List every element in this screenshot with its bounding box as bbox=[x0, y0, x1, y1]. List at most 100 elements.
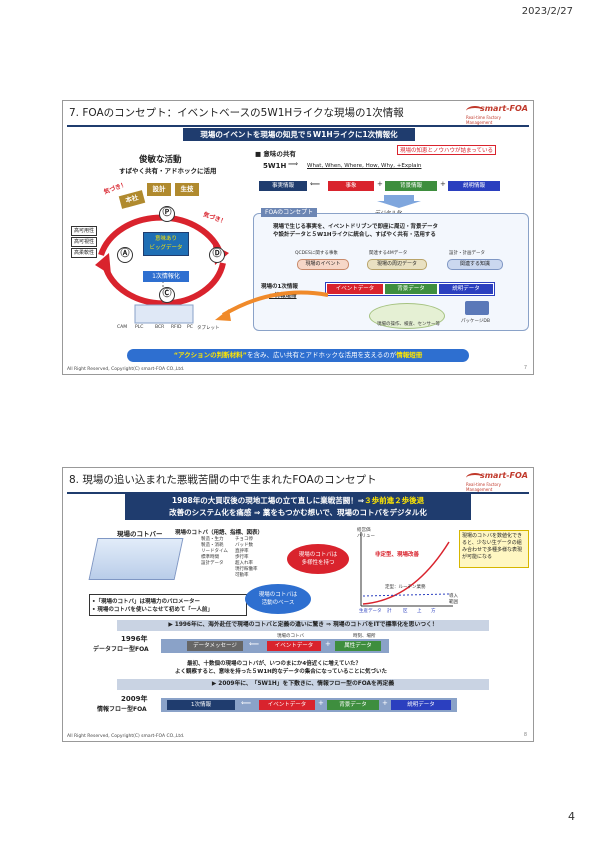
card-sekkei: 設計 bbox=[147, 183, 171, 196]
row-explanation-data: 説明データ bbox=[439, 284, 493, 294]
concept-label: FOAのコンセプト bbox=[261, 208, 318, 217]
kotoba-term: 標準時間 bbox=[201, 555, 219, 560]
milestone-1996-bar: ▶ 1996年に、海外赴任で現場のコトバと定義の違いに驚き ⇒ 現場のコトバをI… bbox=[117, 620, 489, 631]
primary-info-sublabel: ＝情報短冊 bbox=[269, 293, 297, 299]
concept-desc-line1: 現場で生じる事実を、イベントドリブンで即座に周辺・背景データ bbox=[273, 224, 439, 230]
logo-tagline: Real-time Factory Management bbox=[466, 482, 501, 492]
kotoba-col1: 製造・生力 製造・消耗 リードタイム 標準時間 設計データ bbox=[201, 536, 228, 566]
title-divider bbox=[67, 125, 529, 127]
copyright: All Right Reserved, Copyright(C) smart-F… bbox=[67, 734, 185, 739]
digitize-arrow-icon bbox=[377, 195, 421, 208]
kotoba-term: 直評率 bbox=[235, 549, 249, 554]
feedback-arrow-icon bbox=[215, 290, 329, 321]
device-pc: PC bbox=[187, 325, 193, 330]
year-2009-sub: 情報フロー型FOA bbox=[97, 706, 147, 713]
attr-flexibility: 高柔軟性 bbox=[71, 248, 98, 258]
pill-peripheral-data: 現場の周辺データ bbox=[367, 259, 427, 270]
explanation-info-box: 説明情報 bbox=[448, 181, 500, 191]
graph-flat-label: 定型：ルーチン業務 bbox=[385, 585, 426, 590]
device-cam: CAM bbox=[117, 325, 128, 330]
plus-icon: + bbox=[325, 640, 331, 648]
knowhow-callout: 現場の知恵とノウハウが詰まっている bbox=[397, 145, 497, 155]
kotoba-term: 製造・生力 bbox=[201, 537, 224, 542]
plus-icon: + bbox=[318, 699, 324, 707]
event-data-1996: イベントデータ bbox=[267, 641, 321, 651]
slide-number: 7 bbox=[523, 365, 527, 371]
device-plc: PLC bbox=[135, 325, 144, 330]
card-seigi: 生技 bbox=[175, 183, 199, 196]
logo-tagline: Real-time Factory Management bbox=[466, 115, 501, 125]
year-1996-sub: データフロー型FOA bbox=[93, 646, 149, 653]
packaged-db-label: パッケージDB bbox=[461, 319, 490, 324]
attr-visibility: 高可視性 bbox=[71, 237, 98, 247]
brand-logo: smart-FOA Real-time Factory Management bbox=[466, 104, 528, 125]
row-event-data: イベントデータ bbox=[327, 284, 383, 294]
pill-genba-event: 現場のイベント bbox=[297, 259, 349, 270]
device-rfid: RFID bbox=[171, 325, 182, 330]
kotoba-col2: チョコ停 バッド数 直評率 歩行率 超入れ率 現行稼働率 可動率 bbox=[235, 536, 258, 578]
kotoba-term: 歩行率 bbox=[235, 555, 249, 560]
event-data-2009: イベントデータ bbox=[259, 700, 315, 710]
kotoba-term: リードタイム bbox=[201, 549, 228, 554]
slide-banner: 1988年の大買収後の現地工場の立て直しに業戦苦闘！⇒３歩前進２歩後退 改善のシ… bbox=[125, 494, 471, 520]
copyright: All Right Reserved, Copyright(C) smart-F… bbox=[67, 367, 185, 372]
activity-circle: 現場のコトバは 活動のベース bbox=[245, 584, 311, 614]
question-line1: 最初、十数個の現場のコトバが、いつのまにか4倍近くに増えていた？ bbox=[187, 661, 361, 667]
meaning-heading: ■ 意味の共有 bbox=[255, 150, 296, 158]
kotoba-term: 可動率 bbox=[235, 573, 249, 578]
kotoba-heading: 現場のコトバー bbox=[117, 530, 163, 538]
source-design: 設計・計画データ bbox=[449, 251, 485, 256]
slide-8: 8. 現場の追い込まれた悪戦苦闘の中で生まれたFOAのコンセプト smart-F… bbox=[62, 467, 534, 742]
graph-x-tick: 方 bbox=[431, 609, 436, 614]
ichiji-box: 1次情報化 bbox=[143, 271, 189, 282]
circle-a: Ⓐ bbox=[117, 247, 133, 263]
circle-d: Ⓓ bbox=[209, 247, 225, 263]
source-4m: 関連する4Mデータ bbox=[369, 251, 408, 256]
page-date: 2023/2/27 bbox=[521, 6, 573, 17]
fact-info-box: 事実情報 bbox=[259, 181, 307, 191]
graph-rising-label: 非定型、現場改善 bbox=[375, 552, 420, 558]
banner-line1-text: 1988年の大買収後の現地工場の立て直しに業戦苦闘！⇒ bbox=[171, 496, 365, 505]
plus-icon: + bbox=[382, 699, 388, 707]
kotoba-small-label: 現場のコトバ bbox=[277, 634, 304, 639]
implies-arrow: ⟹ bbox=[288, 160, 299, 168]
device-bcr: BCR bbox=[155, 325, 165, 330]
kotoba-list-title: 現場のコトバ（用語、指標、図表） bbox=[175, 530, 264, 536]
sensor-label: 現場の操作、検査、センサー等 bbox=[377, 322, 440, 327]
source-qcdes: QCDESに関する事象 bbox=[295, 251, 338, 256]
banner-line1: 1988年の大買収後の現地工場の立て直しに業戦苦闘！⇒３歩前進２歩後退 bbox=[125, 495, 471, 507]
w5h1-label: 5W1H bbox=[263, 162, 287, 170]
primary-info-label: 現場の1次情報 bbox=[261, 284, 298, 290]
device-panel bbox=[134, 304, 194, 324]
left-subheading: すばやく共有・アドホックに活用 bbox=[119, 167, 217, 175]
bottom-banner-text: を含み、広い共有とアドホックな活用を支えるのが bbox=[246, 351, 397, 359]
bottom-banner-lead: “アクションの判断材料” bbox=[173, 351, 247, 359]
diversity-circle: 現場のコトバは 多様性を持つ bbox=[287, 544, 349, 574]
slide-title: 7. FOAのコンセプト：イベントベースの5W1Hライクな現場の1次情報 bbox=[69, 107, 404, 119]
w5h1-formula: What, When, Where, How, Why, +Explain bbox=[307, 163, 422, 169]
year-1996: 1996年 bbox=[121, 635, 148, 643]
kotoba-term: バッド数 bbox=[235, 543, 253, 548]
kotoba-term: 現行稼働率 bbox=[235, 567, 258, 572]
device-tablet: タブレット bbox=[197, 326, 220, 331]
left-heading: 俊敏な活動 bbox=[139, 155, 182, 165]
logo-swoosh-icon bbox=[466, 106, 484, 116]
data-message-box: データメッセージ bbox=[187, 641, 243, 651]
left-arrow-icon: ⟸ bbox=[241, 699, 252, 707]
slide-banner: 現場のイベントを現場の知見で５W1Hライクに1次情報化 bbox=[183, 128, 415, 141]
graph-x-tick: 上 bbox=[417, 609, 422, 614]
circle-p: Ⓟ bbox=[159, 206, 175, 222]
left-arrow-icon: ⟸ bbox=[249, 640, 260, 648]
plus-icon: + bbox=[440, 180, 446, 188]
cycle-bottom-arc bbox=[102, 262, 226, 307]
page-number: 4 bbox=[568, 810, 575, 823]
milestone-2009-bar: ▶ 2009年に、「5W1H」を下敷きに、情報フロー型のFOAを再定義 bbox=[117, 679, 489, 690]
primary-info-box: 1次情報 bbox=[167, 700, 235, 710]
banner-line1-highlight: ３歩前進２歩後退 bbox=[364, 496, 425, 505]
attr-availability: 高可用性 bbox=[71, 226, 98, 236]
bigdata-box: 意味あり ビッグデータ bbox=[143, 232, 189, 256]
bottom-banner: “アクションの判断材料”を含み、広い共有とアドホックな活用を支えるのが情報短冊 bbox=[127, 349, 469, 362]
explanation-data-2009: 説明データ bbox=[391, 700, 451, 710]
graph-y-label: 経営価 バリュー bbox=[357, 528, 375, 539]
graph-x-tick: 生産データ bbox=[359, 609, 382, 614]
